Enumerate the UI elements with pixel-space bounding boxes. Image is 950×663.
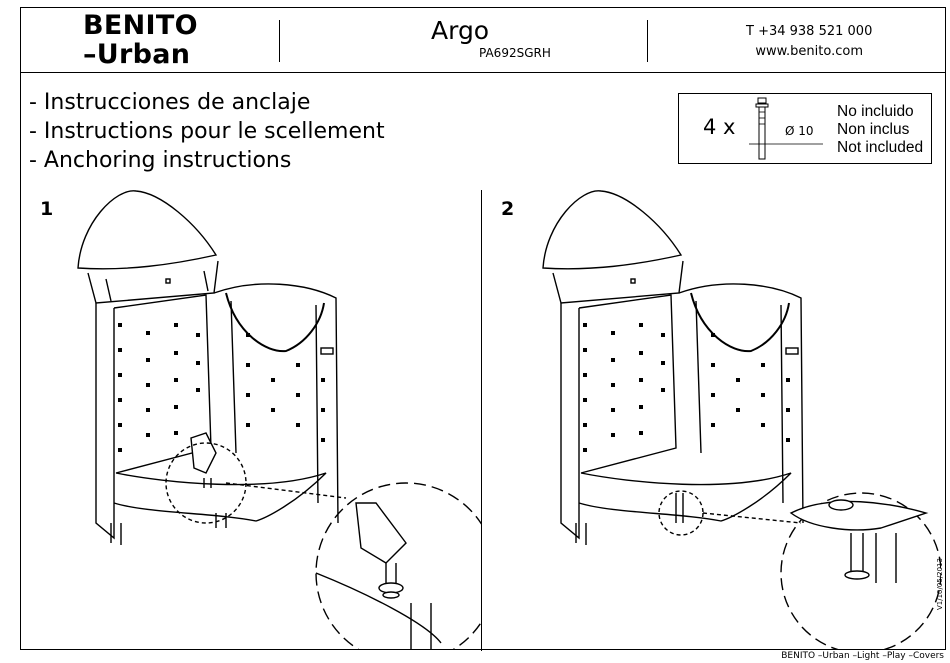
header-separator-1 — [279, 20, 280, 62]
header-separator-2 — [647, 20, 648, 62]
footer-brands: BENITO –Urban –Light –Play –Covers — [781, 651, 944, 661]
document-version: V1/10/05/2013 — [936, 558, 944, 610]
instruction-title-es: - Instrucciones de anclaje — [29, 90, 311, 115]
phone-number: T +34 938 521 000 — [746, 24, 873, 39]
not-included-en: Not included — [837, 139, 924, 156]
steps-divider — [481, 190, 482, 651]
step-1-number: 1 — [40, 198, 54, 220]
anchor-bolt-icon — [749, 97, 823, 160]
step-2-illustration — [542, 190, 941, 649]
model-name: Argo — [431, 16, 490, 45]
instruction-title-fr: - Instructions pour le scellement — [29, 119, 385, 144]
not-included-text: No incluido Non inclus Not included — [837, 103, 923, 157]
brand-line-2: –Urban — [83, 39, 191, 70]
brand-line-1: BENITO — [83, 10, 198, 41]
step-2-number: 2 — [501, 198, 515, 220]
instruction-titles: - Instrucciones de anclaje - Instruction… — [29, 88, 385, 175]
model-reference: PA692SGRH — [479, 46, 551, 60]
not-included-box: 4 x Ø 10 No incluido Non inclus Not incl… — [678, 93, 932, 164]
document-frame: BENITO –Urban Argo PA692SGRH T +34 938 5… — [20, 7, 946, 651]
not-included-es: No incluido — [837, 103, 914, 120]
contact-info: T +34 938 521 000 www.benito.com — [746, 22, 872, 62]
brand-logo: BENITO –Urban — [83, 11, 198, 69]
not-included-fr: Non inclus — [837, 121, 910, 138]
instruction-title-en: - Anchoring instructions — [29, 148, 292, 173]
website: www.benito.com — [755, 44, 863, 59]
bolt-diameter: Ø 10 — [785, 124, 814, 138]
bolt-quantity: 4 x — [703, 115, 736, 139]
header-divider — [21, 72, 945, 73]
step-1-illustration — [77, 190, 481, 649]
